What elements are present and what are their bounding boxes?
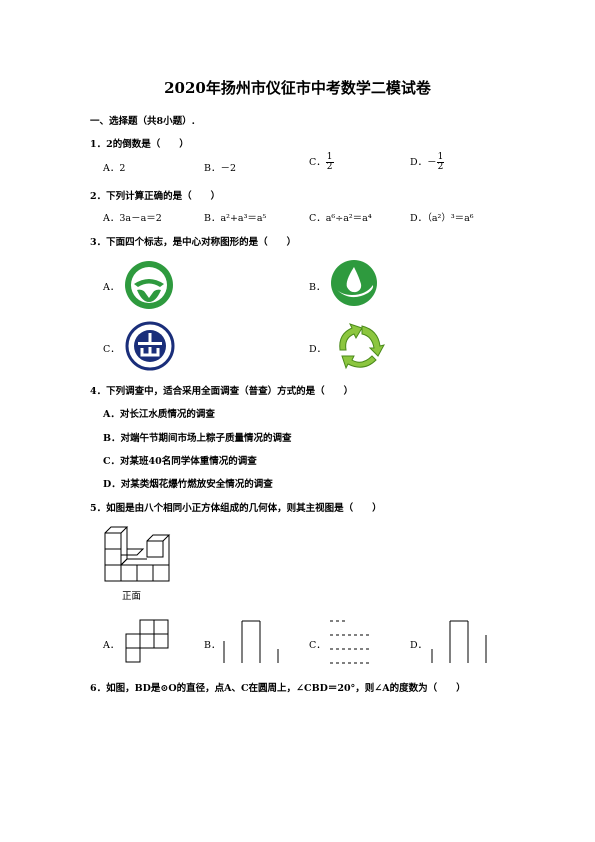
- section-heading: 一、选择题（共8小题）.: [90, 116, 195, 127]
- q4-option-d[interactable]: D．对某类烟花爆竹燃放安全情况的调查: [103, 479, 273, 490]
- question-6-stem: 6．如图，BD是⊙O的直径，点A、C在圆周上，∠CBD＝20°，则∠A的度数为（…: [90, 683, 466, 694]
- green-emblem-logo: [125, 261, 173, 309]
- question-4-stem: 4．下列调查中，适合采用全面调查（普查）方式的是（ ）: [90, 386, 354, 397]
- question-5-stem: 5．如图是由八个相同小正方体组成的几何体，则其主视图是（ ）: [90, 503, 382, 514]
- q5-option-c[interactable]: C．: [309, 640, 326, 651]
- q1-option-a[interactable]: A．2: [103, 163, 126, 174]
- question-2-stem: 2．下列计算正确的是（ ）: [90, 191, 221, 202]
- q2-option-c[interactable]: C．a⁶÷a²＝a⁴: [309, 213, 372, 224]
- q1-option-c-label: C．: [309, 157, 326, 168]
- fraction-numerator: 1: [325, 152, 334, 163]
- q2-option-b[interactable]: B．a²+a³＝a⁵: [204, 213, 267, 224]
- q2-option-a[interactable]: A．3a－a＝2: [103, 213, 162, 224]
- q4-option-c[interactable]: C．对某班40名同学体重情况的调查: [103, 456, 257, 467]
- water-drop-logo: [331, 260, 377, 306]
- q1-option-b[interactable]: B．－2: [204, 163, 237, 174]
- q1-option-d-label: D．－: [410, 157, 437, 168]
- q4-option-b[interactable]: B．对端午节期间市场上粽子质量情况的调查: [103, 433, 292, 444]
- q3-option-c[interactable]: C．: [103, 344, 120, 355]
- q5-option-d-view: [431, 620, 487, 663]
- question-3-stem: 3．下面四个标志，是中心对称图形的是（ ）: [90, 237, 297, 248]
- q3-option-a[interactable]: A．: [103, 282, 120, 293]
- cube-solid-figure: [104, 526, 171, 582]
- q5-option-b[interactable]: B．: [204, 640, 221, 651]
- q5-option-c-view: [330, 620, 372, 664]
- q5-option-a-view: [125, 619, 169, 663]
- fraction-numerator: 1: [436, 152, 445, 163]
- q4-option-a[interactable]: A．对长江水质情况的调查: [103, 409, 215, 420]
- front-view-label: 正面: [122, 591, 142, 602]
- q5-option-d[interactable]: D．: [410, 640, 428, 651]
- navy-circle-logo: [125, 321, 175, 371]
- q3-option-b[interactable]: B．: [309, 282, 326, 293]
- q5-option-b-view: [223, 620, 279, 663]
- fraction-denominator: 2: [437, 162, 444, 172]
- q5-option-a[interactable]: A．: [103, 640, 120, 651]
- question-1-stem: 1．2的倒数是（ ）: [90, 139, 189, 150]
- recycle-arrows-logo: [339, 323, 385, 370]
- fraction-denominator: 2: [326, 162, 333, 172]
- page-title: 2020年扬州市仪征市中考数学二模试卷: [164, 79, 431, 97]
- q2-option-d[interactable]: D．（a²）³＝a⁶: [410, 213, 474, 224]
- q3-option-d[interactable]: D．: [309, 344, 327, 355]
